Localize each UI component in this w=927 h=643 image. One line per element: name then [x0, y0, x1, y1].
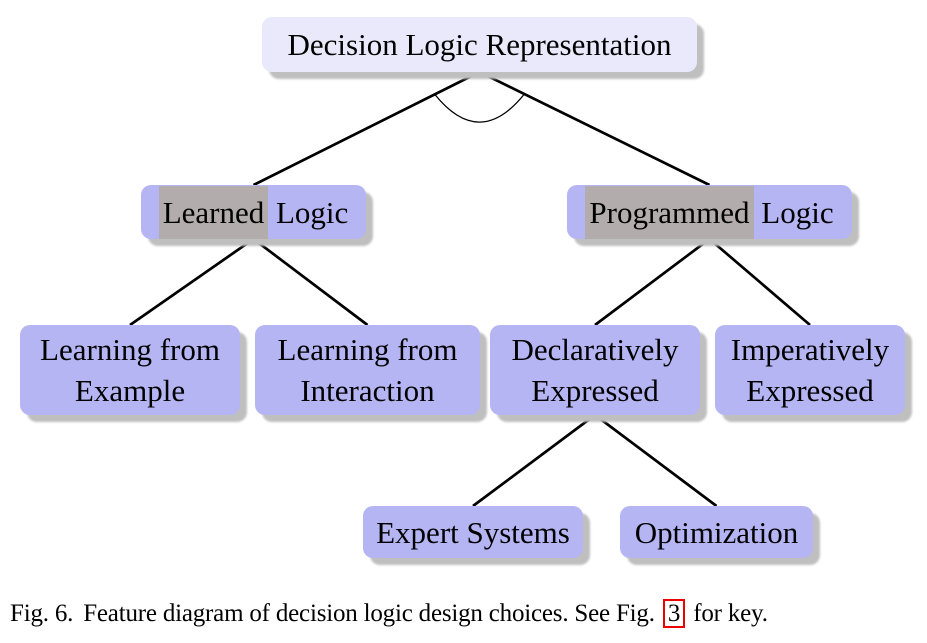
alternative-group-arc — [434, 93, 525, 123]
edge-root-learned — [252, 70, 481, 187]
node-learned: Learned Logic — [141, 185, 366, 239]
figure-3-link[interactable]: 3 — [662, 599, 686, 628]
abstract-feature-highlight: Programmed — [585, 185, 754, 239]
node-label-segment: Optimization — [634, 514, 799, 550]
node-label-line: Learned Logic — [158, 185, 349, 239]
node-label-line: Imperatively — [731, 329, 889, 370]
node-label-segment: Expert Systems — [376, 514, 570, 550]
node-label-segment: Learning from — [277, 332, 458, 367]
figure-caption-text-before: Feature diagram of decision logic design… — [83, 600, 655, 627]
node-label-segment: Expressed — [531, 373, 659, 408]
node-label-line: Expressed — [746, 370, 873, 411]
node-label-segment: Logic — [753, 194, 834, 230]
node-label-segment: Decision Logic Representation — [287, 27, 672, 62]
node-label-segment: Logic — [268, 194, 349, 230]
node-label-line: Expert Systems — [376, 512, 570, 553]
node-label-segment: Expressed — [746, 373, 874, 408]
figure-caption: Fig. 6. Feature diagram of decision logic… — [10, 599, 925, 628]
node-label-segment: Interaction — [300, 373, 435, 408]
edge-programmed-declaratively-expressed — [594, 237, 711, 327]
abstract-feature-highlight: Learned — [158, 185, 269, 239]
node-label-line: Example — [75, 370, 185, 411]
edge-learned-learning-from-example — [129, 237, 255, 327]
node-label-line: Expressed — [531, 370, 658, 411]
node-optimization: Optimization — [620, 506, 813, 558]
edge-declaratively-expressed-expert-systems — [472, 413, 596, 508]
edge-programmed-imperatively-expressed — [708, 237, 811, 327]
edge-root-programmed — [478, 70, 711, 187]
node-label-line: Interaction — [300, 370, 434, 411]
edge-learned-learning-from-interaction — [252, 237, 369, 327]
node-label-line: Programmed Logic — [585, 185, 834, 239]
node-label-line: Decision Logic Representation — [288, 24, 672, 65]
node-programmed: Programmed Logic — [567, 185, 852, 239]
figure-caption-label: Fig. 6. — [10, 600, 74, 627]
node-label-line: Learning from — [278, 329, 458, 370]
node-label-line: Learning from — [40, 329, 220, 370]
node-root: Decision Logic Representation — [262, 17, 697, 72]
node-label-segment: Declaratively — [511, 332, 679, 367]
node-label-segment: Imperatively — [730, 332, 890, 367]
node-label-segment: Example — [74, 373, 186, 408]
node-label-line: Optimization — [635, 512, 799, 553]
node-label-line: Declaratively — [512, 329, 679, 370]
figure-caption-text-after: for key. — [693, 600, 768, 627]
node-expert-systems: Expert Systems — [363, 506, 583, 558]
node-label-segment: Learning from — [40, 332, 220, 367]
edge-declaratively-expressed-optimization — [594, 413, 718, 508]
